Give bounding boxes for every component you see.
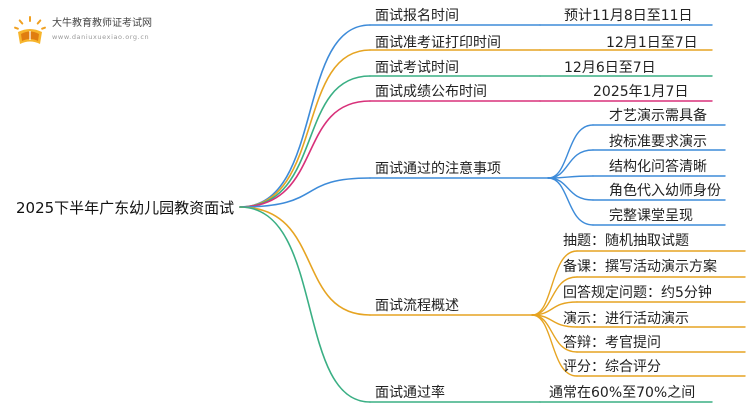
leaf-tip: 完整课堂呈现	[609, 208, 693, 224]
connector-admit-card	[239, 49, 371, 208]
site-logo: 大牛教育教师证考试网 www.daniuxuexiao.org.cn	[12, 14, 202, 48]
leaf-process-step: 演示：进行活动演示	[563, 311, 689, 327]
leaf-registration-date: 预计11月8日至11日	[564, 8, 693, 24]
connector-registration	[239, 24, 371, 208]
connector-exam-time	[239, 75, 371, 208]
leaf-tip: 按标准要求演示	[609, 134, 707, 150]
leaf-tip: 才艺演示需具备	[609, 108, 707, 124]
logo-url: www.daniuxuexiao.org.cn	[52, 33, 150, 41]
leaf-process-step: 答辩：考官提问	[563, 335, 661, 351]
leaf-process-step: 备课：撰写活动演示方案	[563, 259, 717, 275]
connector-results	[239, 100, 371, 208]
connector-process	[239, 206, 371, 316]
branch-label-admit-card: 面试准考证打印时间	[375, 35, 501, 51]
branch-label-registration: 面试报名时间	[375, 8, 459, 24]
book-logo-icon	[14, 16, 46, 44]
leaf-connector-tips	[547, 124, 594, 179]
branch-label-tips: 面试通过的注意事项	[375, 161, 501, 177]
leaf-connector-tips	[547, 177, 594, 201]
leaf-tip: 角色代入幼师身份	[609, 183, 721, 199]
leaf-connector-process	[531, 250, 578, 316]
connector-tips	[239, 177, 371, 208]
leaf-process-step: 回答规定问题：约5分钟	[563, 285, 712, 301]
logo-name: 大牛教育教师证考试网	[52, 18, 152, 29]
branch-label-exam-time: 面试考试时间	[375, 60, 459, 76]
leaf-admit-card-date: 12月1日至7日	[606, 35, 698, 51]
leaf-results-date: 2025年1月7日	[593, 84, 689, 100]
leaf-exam-date: 12月6日至7日	[564, 60, 656, 76]
branch-label-pass-rate: 面试通过率	[375, 385, 445, 401]
leaf-connector-tips	[547, 149, 594, 179]
leaf-pass-rate: 通常在60%至70%之间	[549, 385, 696, 401]
leaf-tip: 结构化问答清晰	[609, 159, 707, 175]
branch-label-process: 面试流程概述	[375, 298, 459, 314]
leaf-process-step: 抽题：随机抽取试题	[563, 233, 689, 249]
leaf-connector-process	[531, 314, 578, 377]
connector-pass-rate	[239, 206, 371, 403]
branch-label-results: 面试成绩公布时间	[375, 84, 487, 100]
leaf-connector-tips	[547, 177, 594, 226]
root-node: 2025下半年广东幼儿园教资面试	[16, 199, 235, 217]
leaf-process-step: 评分：综合评分	[563, 359, 661, 375]
